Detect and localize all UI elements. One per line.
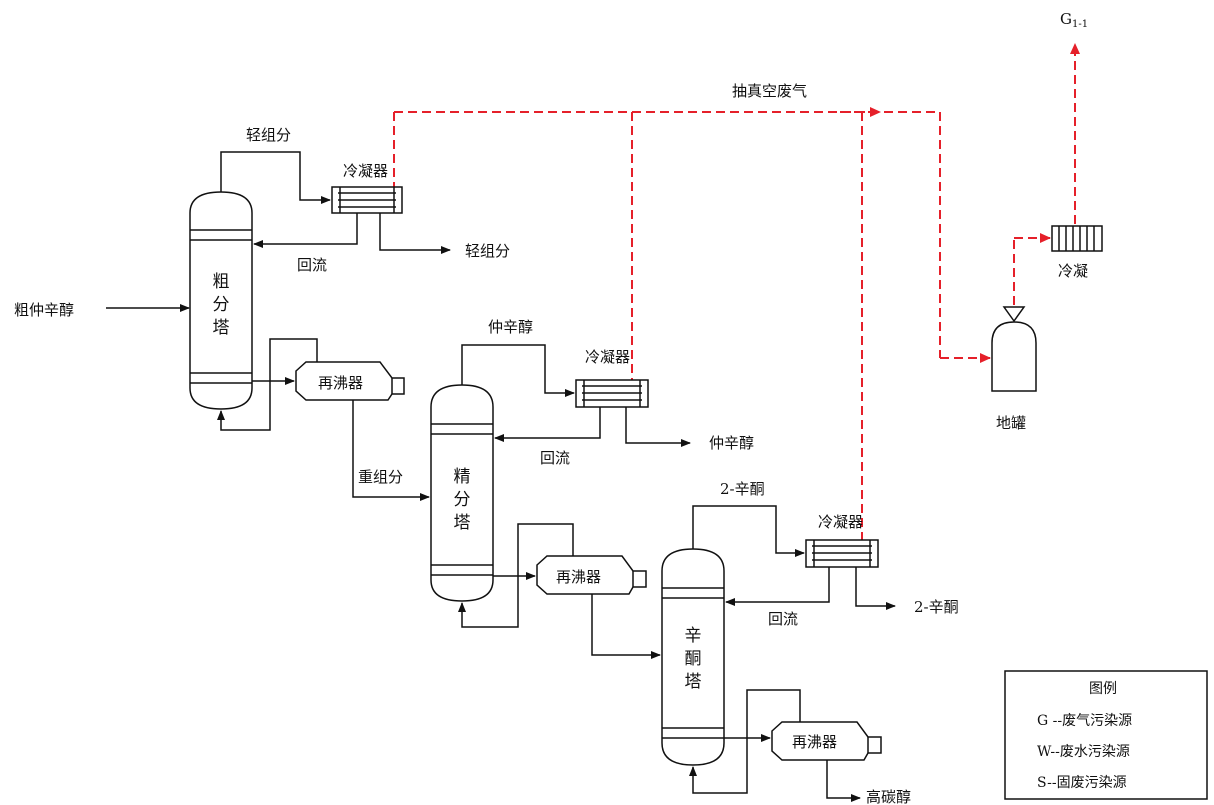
reflux-3-label: 回流 xyxy=(768,610,798,628)
octanone-tower-label-3: 塔 xyxy=(685,672,702,692)
condenser-2-label: 冷凝器 xyxy=(585,348,630,366)
reboiler-1-label: 再沸器 xyxy=(318,374,363,392)
vacuum-waste-gas-label: 抽真空废气 xyxy=(732,82,807,100)
crude-feed-stream: 粗仲辛醇 xyxy=(14,301,190,319)
emission-point-main: G xyxy=(1060,10,1072,28)
vacuum-gas-label-group: 抽真空废气 xyxy=(732,82,807,100)
fine-separation-tower: 精 分 塔 xyxy=(430,384,494,602)
light-fraction-top-label: 轻组分 xyxy=(246,126,291,144)
crude-tower-label-3: 塔 xyxy=(213,318,230,338)
legend-title: 图例 xyxy=(1089,681,1117,697)
crude-tower-label-1: 粗 xyxy=(213,272,230,292)
legend-item-gas: G --废气污染源 xyxy=(1037,713,1132,729)
emission-point-subscript: 1-1 xyxy=(1072,19,1088,30)
octanone-tower-label-1: 辛 xyxy=(685,626,702,646)
crude-separation-tower: 粗 分 塔 xyxy=(189,191,253,410)
octanone-top-label: 2-辛酮 xyxy=(720,480,765,498)
octanone-out-label: 2-辛酮 xyxy=(914,598,959,616)
legend-item-solid: S--固废污染源 xyxy=(1037,775,1127,791)
condenser-3-label: 冷凝器 xyxy=(818,513,863,531)
fine-tower-label-2: 分 xyxy=(454,490,471,510)
fine-tower-label-1: 精 xyxy=(454,467,471,487)
high-carbon-alcohol-label: 高碳醇 xyxy=(866,788,911,805)
fine-tower-label-3: 塔 xyxy=(454,513,471,533)
octanol-top-label: 仲辛醇 xyxy=(488,318,533,336)
condenser-1-label: 冷凝器 xyxy=(343,162,388,180)
legend-item-water: W--废水污染源 xyxy=(1037,744,1130,760)
condenser-3: 冷凝器 xyxy=(805,513,879,568)
tower-2-overhead-lines: 仲辛醇 回流 仲辛醇 xyxy=(461,318,754,467)
reboiler-3: 再沸器 高碳醇 xyxy=(689,689,911,805)
ground-tank: 地罐 xyxy=(991,306,1037,432)
ground-tank-label: 地罐 xyxy=(996,414,1026,432)
crude-tower-label-2: 分 xyxy=(213,295,230,315)
legend-box: 图例 G --废气污染源 W--废水污染源 S--固废污染源 xyxy=(1004,670,1208,800)
condense-label: 冷凝 xyxy=(1058,262,1088,280)
reboiler-1: 再沸器 重组分 xyxy=(217,338,430,501)
reboiler-3-label: 再沸器 xyxy=(792,733,837,751)
heavy-fraction-label: 重组分 xyxy=(358,468,403,486)
reflux-2-label: 回流 xyxy=(540,449,570,467)
vent-condenser: 冷凝 xyxy=(1051,225,1103,280)
condenser-1: 冷凝器 xyxy=(331,162,403,214)
crude-alcohol-feed-label: 粗仲辛醇 xyxy=(14,301,74,319)
reflux-1-label: 回流 xyxy=(297,256,327,274)
octanol-out-label: 仲辛醇 xyxy=(709,434,754,452)
condenser-2: 冷凝器 xyxy=(575,348,649,408)
octanone-tower: 辛 酮 塔 xyxy=(661,548,725,766)
vacuum-waste-gas-lines xyxy=(393,43,1080,540)
tower-1-overhead-lines: 轻组分 回流 轻组分 xyxy=(220,126,510,274)
light-fraction-out-label: 轻组分 xyxy=(465,242,510,260)
tower-3-overhead-lines: 2-辛酮 回流 2-辛酮 xyxy=(692,480,959,628)
reboiler-2-label: 再沸器 xyxy=(556,568,601,586)
reboiler-2: 再沸器 xyxy=(458,523,661,659)
octanone-tower-label-2: 酮 xyxy=(685,649,702,669)
emission-point: G 1-1 xyxy=(1060,10,1088,30)
